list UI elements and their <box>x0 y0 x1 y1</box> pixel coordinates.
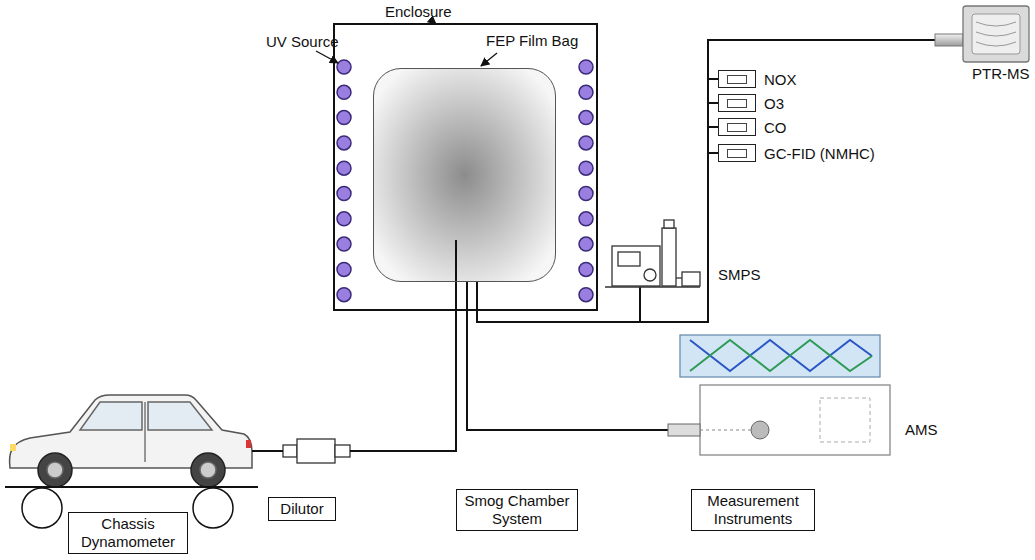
roller <box>193 488 233 528</box>
instrument-unit <box>718 118 756 136</box>
node-label: Chassis Dynamometer <box>81 515 175 550</box>
illustration-part <box>664 220 674 228</box>
uv-lamp <box>579 111 593 125</box>
illustration-part <box>297 439 335 463</box>
illustration-part <box>283 445 297 457</box>
illustration-part <box>668 424 700 436</box>
instrument-unit <box>718 94 756 112</box>
uv-lamp <box>337 85 351 99</box>
instrument-box: NOX <box>718 70 797 88</box>
uv-lamp <box>337 237 351 251</box>
uv-lamp <box>337 262 351 276</box>
node-label: Smog Chamber System <box>464 492 569 527</box>
uv-lamp <box>579 288 593 302</box>
illustration-part <box>935 34 963 46</box>
node-label: Dilutor <box>280 500 323 517</box>
illustration-part <box>612 246 660 286</box>
dilutor-device <box>283 439 350 463</box>
uv-lamp <box>337 60 351 74</box>
uv-lamp <box>579 60 593 74</box>
illustration-part <box>976 22 1016 46</box>
illustration-part <box>820 398 870 442</box>
caption-box: Dilutor <box>268 497 336 521</box>
uv-lamp <box>579 161 593 175</box>
part-label: SMPS <box>718 266 761 283</box>
illustration-part <box>644 269 656 281</box>
illustration-part <box>148 402 212 430</box>
illustration-part <box>191 453 225 487</box>
illustration-part <box>972 14 1020 54</box>
uv-lamp <box>579 85 593 99</box>
node-label: NOX <box>764 71 797 88</box>
illustration-part <box>47 462 63 478</box>
uv-lamp <box>337 187 351 201</box>
node-label: CO <box>764 119 787 136</box>
illustration-part <box>676 277 682 278</box>
uv-lamp <box>579 237 593 251</box>
node-label: GC-FID (NMHC) <box>764 145 875 162</box>
instrument-unit <box>718 144 756 162</box>
caption-box: Measurement Instruments <box>691 489 815 531</box>
illustration-part <box>200 462 216 478</box>
illustration-part <box>700 385 890 455</box>
film-bag: FEP Film Bag <box>373 68 556 282</box>
illustration-part <box>252 450 283 452</box>
ams-device <box>668 335 890 455</box>
node-label: Measurement Instruments <box>707 492 799 527</box>
node-label: Enclosure <box>385 3 452 20</box>
illustration-part <box>700 430 751 431</box>
caption-box: Chassis Dynamometer <box>68 512 188 554</box>
instrument-box: GC-FID (NMHC) <box>718 144 875 162</box>
illustration-part <box>350 240 456 451</box>
illustration-part <box>751 421 769 439</box>
uv-lamp <box>579 187 593 201</box>
uv-lamp <box>337 212 351 226</box>
part-label: UV Source <box>266 33 339 50</box>
illustration-part <box>10 444 16 451</box>
node-label: O3 <box>764 95 784 112</box>
illustration-part <box>467 282 668 430</box>
roller <box>22 488 62 528</box>
illustration-part <box>335 445 350 457</box>
illustration-part <box>680 335 880 377</box>
uv-lamp <box>579 262 593 276</box>
ptr-ms-device <box>935 6 1029 62</box>
leader-line <box>481 53 497 66</box>
uv-lamp <box>579 136 593 150</box>
uv-lamp <box>337 161 351 175</box>
illustration-part <box>682 272 700 286</box>
instrument-unit <box>718 70 756 88</box>
enclosure-box: EnclosureFEP Film Bag <box>333 23 598 311</box>
part-label: PTR-MS <box>972 65 1030 82</box>
uv-lamp <box>579 212 593 226</box>
illustration-part <box>690 340 872 371</box>
illustration-part <box>963 6 1029 62</box>
illustration-part <box>144 402 146 462</box>
uv-lamp <box>337 136 351 150</box>
uv-lamps <box>337 60 593 302</box>
smps-device <box>605 220 700 287</box>
illustration-part <box>618 252 640 266</box>
illustration-part <box>639 287 641 322</box>
illustration-part <box>662 228 676 286</box>
illustration-part <box>80 402 142 430</box>
caption-box: Smog Chamber System <box>456 489 578 531</box>
car <box>10 395 252 487</box>
illustration-part <box>246 440 251 448</box>
illustration-part <box>38 453 72 487</box>
illustration-part <box>690 340 872 371</box>
uv-lamp <box>337 288 351 302</box>
instrument-box: O3 <box>718 94 784 112</box>
node-label: FEP Film Bag <box>486 32 578 49</box>
part-label: AMS <box>905 421 938 438</box>
instrument-box: CO <box>718 118 787 136</box>
bag-fill <box>373 68 556 282</box>
uv-lamp <box>337 111 351 125</box>
